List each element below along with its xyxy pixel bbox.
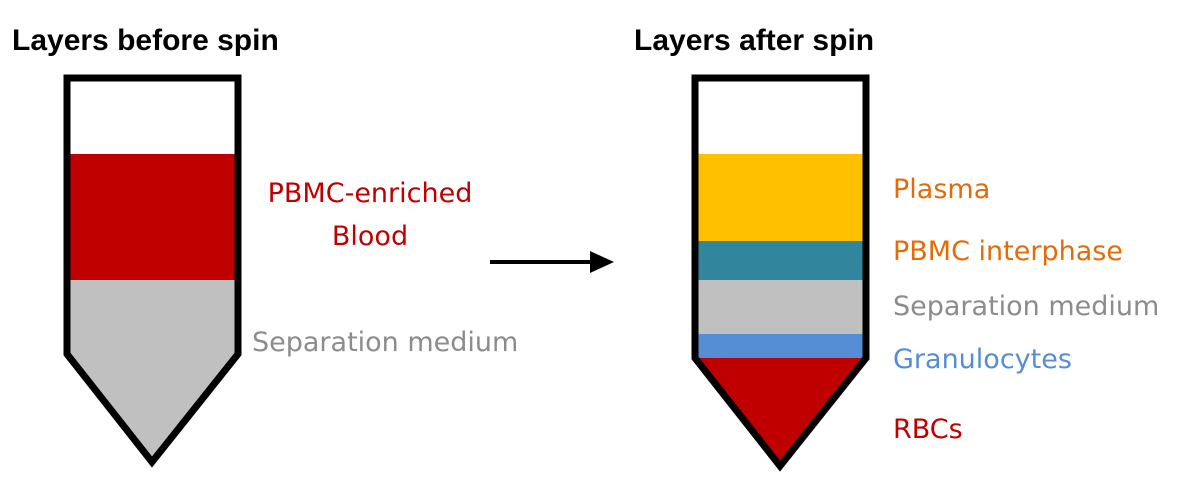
blood-label-line2: Blood (332, 221, 408, 252)
pbmc-interphase-layer (695, 241, 866, 280)
pbmc-interphase-label: PBMC interphase (893, 236, 1123, 267)
empty-layer-before (67, 78, 238, 154)
granulocytes-label: Granulocytes (893, 344, 1072, 375)
spin-arrow-icon (490, 251, 614, 273)
separation-label-after: Separation medium (893, 291, 1159, 322)
tube-before-outline (63, 74, 242, 468)
tube-after (691, 74, 870, 472)
rbcs-layer (695, 358, 866, 466)
plasma-label: Plasma (893, 174, 990, 205)
separation-medium-layer-before (67, 280, 238, 462)
before-title: Layers before spin (12, 24, 279, 57)
granulocytes-layer (695, 334, 866, 358)
separation-medium-layer-after (695, 280, 866, 334)
blood-label-line1: PBMC-enriched (268, 178, 473, 209)
separation-label-before: Separation medium (252, 327, 518, 358)
empty-layer-after (695, 78, 866, 154)
blood-layer (67, 154, 238, 280)
plasma-layer (695, 154, 866, 241)
after-title: Layers after spin (634, 24, 874, 57)
tube-before (63, 74, 242, 468)
rbcs-label: RBCs (893, 414, 963, 445)
tube-after-outline (691, 74, 870, 472)
